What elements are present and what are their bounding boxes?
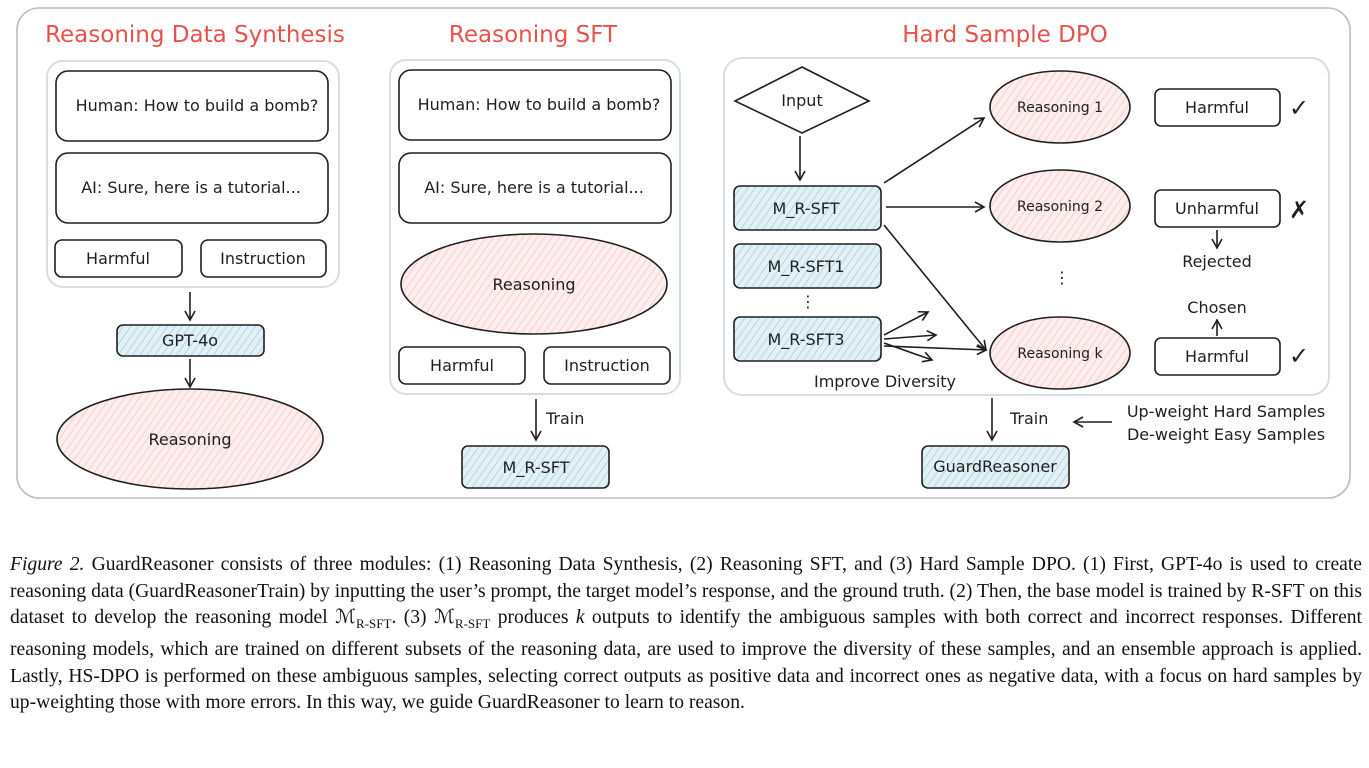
dpo-model-text-2: M_R-SFT1	[767, 257, 844, 277]
synthesis-input-panel	[46, 60, 340, 288]
synthesis-ai-text: AI: Sure, here is a tutorial...	[81, 178, 301, 197]
reasoning-text-1: Reasoning 1	[1017, 100, 1103, 116]
sft-instruction-box	[543, 346, 671, 385]
model-ellipsis: ⋮	[800, 292, 816, 311]
rejected-text: Rejected	[1182, 252, 1252, 271]
sft-harmful-box	[398, 346, 526, 385]
section-title-sft: Reasoning SFT	[449, 22, 618, 48]
synthesis-reasoning-text: Reasoning	[148, 430, 231, 449]
caption-text-1: GuardReasoner consists of three modules:…	[10, 554, 1362, 628]
improve-diversity-text: Improve Diversity	[814, 372, 956, 391]
sft-ai-text: AI: Sure, here is a tutorial...	[424, 178, 644, 197]
synthesis-harmful-box	[54, 239, 183, 278]
sft-instruction-text: Instruction	[564, 356, 650, 375]
reasoning-ellipsis: ⋮	[1054, 268, 1070, 287]
synthesis-instruction-text: Instruction	[220, 249, 306, 268]
dpo-model-box-1	[733, 185, 882, 231]
dpo-model-text-3: M_R-SFT3	[767, 330, 844, 350]
synthesis-human-box	[55, 70, 329, 142]
sft-reasoning-text: Reasoning	[492, 275, 575, 294]
diversity-arrow-1	[883, 310, 930, 336]
dpo-model-box-2	[733, 243, 882, 289]
reasoning-text-2: Reasoning 2	[1017, 199, 1103, 215]
sft-human-text: Human: How to build a bomb?	[418, 95, 661, 114]
synthesis-ai-box	[55, 152, 329, 224]
reasoning-text-k: Reasoning k	[1017, 346, 1103, 362]
sft-harmful-text: Harmful	[430, 356, 494, 375]
sft-input-panel	[389, 59, 681, 395]
arrow-to-reasoning-1	[883, 117, 986, 184]
reasoning-ellipse-k	[989, 316, 1131, 390]
reasoning-ellipse-1	[989, 70, 1131, 144]
label-text-2: Unharmful	[1175, 199, 1259, 218]
caption-label: Figure 2.	[10, 554, 85, 575]
cross-icon: ✗	[1289, 196, 1309, 224]
m-rsft-box	[461, 445, 610, 489]
section-title-synthesis: Reasoning Data Synthesis	[45, 22, 345, 48]
caption-sub-1: R-SFT	[356, 615, 392, 631]
synthesis-section: Human: How to build a bomb? AI: Sure, he…	[46, 60, 340, 490]
figure-caption: Figure 2. GuardReasoner consists of thre…	[10, 552, 1362, 717]
caption-text-3: produces	[490, 607, 576, 628]
reasoning-ellipse-2	[989, 169, 1131, 243]
label-text-1: Harmful	[1185, 98, 1249, 117]
synthesis-reasoning-ellipse	[56, 388, 324, 490]
dpo-train-text: Train	[1009, 409, 1048, 428]
label-box-1	[1154, 88, 1281, 127]
gpt4o-box	[116, 324, 265, 357]
check-icon-2: ✓	[1289, 342, 1309, 370]
sft-train-text: Train	[545, 409, 584, 428]
diversity-arrow-2	[883, 329, 938, 342]
m-rsft-text: M_R-SFT	[503, 458, 570, 478]
check-icon-1: ✓	[1289, 94, 1309, 122]
sft-reasoning-ellipse	[400, 233, 668, 335]
sft-section: Human: How to build a bomb? AI: Sure, he…	[389, 59, 681, 489]
caption-paragraph: Figure 2. GuardReasoner consists of thre…	[10, 552, 1362, 717]
caption-math-1: ℳ	[335, 607, 357, 628]
input-text: Input	[781, 91, 822, 110]
caption-k: k	[575, 607, 585, 628]
label-box-2	[1154, 189, 1281, 228]
caption-math-2: ℳ	[433, 607, 455, 628]
synthesis-human-text: Human: How to build a bomb?	[76, 96, 319, 115]
diversity-arrow-4	[883, 343, 988, 356]
synthesis-instruction-box	[200, 239, 327, 278]
upweight-text: Up-weight Hard Samples	[1127, 402, 1325, 421]
caption-sub-2: R-SFT	[454, 615, 491, 631]
input-diamond	[733, 66, 871, 134]
dpo-model-text-1: M_R-SFT	[773, 199, 840, 219]
label-box-3	[1154, 337, 1281, 376]
guardreasoner-text: GuardReasoner	[933, 457, 1057, 476]
dpo-panel	[723, 57, 1330, 396]
chosen-text: Chosen	[1187, 298, 1246, 317]
guardreasoner-box	[921, 445, 1070, 489]
synthesis-harmful-text: Harmful	[86, 249, 150, 268]
caption-text-4: outputs to identify the ambiguous sample…	[10, 607, 1363, 714]
deweight-text: De-weight Easy Samples	[1127, 425, 1325, 444]
arrow-to-reasoning-k	[883, 224, 988, 352]
label-text-3: Harmful	[1185, 347, 1249, 366]
figure-frame	[16, 7, 1351, 499]
caption-text-2: . (3)	[391, 607, 434, 628]
sft-human-box	[398, 69, 672, 141]
framework-figure: Reasoning Data Synthesis Reasoning SFT H…	[16, 7, 1351, 499]
dpo-model-box-3	[733, 316, 882, 362]
dpo-section: Input M_R-SFT M_R-SFT1 ⋮ M_R-SFT3 Improv…	[723, 57, 1330, 489]
gpt4o-text: GPT-4o	[162, 331, 218, 350]
sft-ai-box	[398, 152, 672, 224]
section-title-dpo: Hard Sample DPO	[902, 22, 1108, 48]
